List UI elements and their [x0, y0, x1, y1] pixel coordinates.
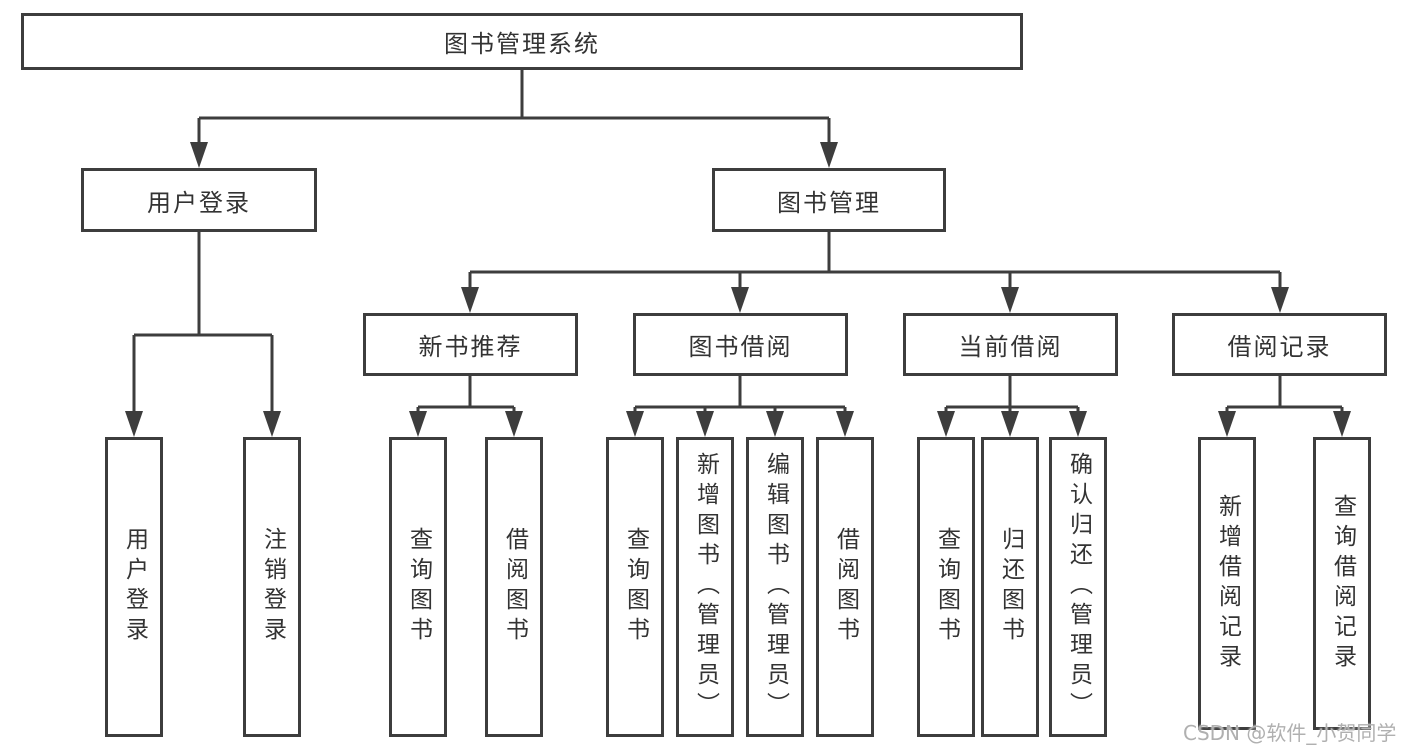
arrowhead: [696, 411, 714, 437]
connector-book-borrowing-to-leaves: [626, 376, 854, 437]
node-root: 图书管理系统: [21, 13, 1023, 70]
leaf-query-borrow-record: 查询借阅记录: [1313, 437, 1371, 730]
leaf-user-login: 用户登录: [105, 437, 163, 737]
connector-book-management-to-sections: [461, 232, 1289, 313]
arrowhead: [1333, 411, 1351, 437]
leaf-return-books: 归还图书: [981, 437, 1039, 737]
watermark-text: CSDN @软件_小贺同学: [1183, 721, 1397, 745]
arrowhead: [461, 287, 479, 313]
leaf-query-books-borrowing-label: 查询图书: [622, 527, 649, 647]
leaf-user-login-label: 用户登录: [121, 527, 148, 647]
arrowhead: [409, 411, 427, 437]
connector-root-to-branches: [190, 70, 838, 168]
connector-user-login-to-leaves: [125, 232, 281, 437]
leaf-query-books-borrowing: 查询图书: [606, 437, 664, 737]
arrowhead: [263, 411, 281, 437]
leaf-return-books-label: 归还图书: [997, 527, 1024, 647]
node-new-book-recommend: 新书推荐: [363, 313, 578, 376]
arrowhead: [820, 142, 838, 168]
arrowhead: [1001, 287, 1019, 313]
arrowhead: [1001, 411, 1019, 437]
arrowhead: [1069, 411, 1087, 437]
arrowhead: [937, 411, 955, 437]
leaf-query-books-current: 查询图书: [917, 437, 975, 737]
leaf-query-books-recommend-label: 查询图书: [405, 527, 432, 647]
connector-borrowing-records-to-leaves: [1218, 376, 1351, 437]
arrowhead: [125, 411, 143, 437]
leaf-query-books-current-label: 查询图书: [933, 527, 960, 647]
leaf-query-books-recommend: 查询图书: [389, 437, 447, 737]
arrowhead: [731, 287, 749, 313]
leaf-logout-login-label: 注销登录: [259, 527, 286, 647]
leaf-query-borrow-record-label: 查询借阅记录: [1329, 493, 1356, 674]
arrowhead: [1271, 287, 1289, 313]
arrowhead: [836, 411, 854, 437]
node-book-management: 图书管理: [712, 168, 946, 232]
node-user-login: 用户登录: [81, 168, 317, 232]
arrowhead: [1218, 411, 1236, 437]
leaf-edit-book-admin-label: 编辑图书（管理员）: [762, 452, 789, 722]
leaf-borrow-books-recommend-label: 借阅图书: [501, 527, 528, 647]
leaf-add-borrow-record: 新增借阅记录: [1198, 437, 1256, 730]
node-book-management-label: 图书管理: [777, 188, 881, 217]
node-root-label: 图书管理系统: [444, 30, 600, 58]
leaf-borrow-books-borrowing: 借阅图书: [816, 437, 874, 737]
leaf-confirm-return-admin-label: 确认归还（管理员）: [1065, 452, 1092, 722]
node-current-borrowing: 当前借阅: [903, 313, 1118, 376]
leaf-edit-book-admin: 编辑图书（管理员）: [746, 437, 804, 737]
node-user-login-label: 用户登录: [147, 188, 251, 217]
node-borrowing-records-label: 借阅记录: [1227, 333, 1332, 361]
leaf-confirm-return-admin: 确认归还（管理员）: [1049, 437, 1107, 737]
connector-new-book-recommend-to-leaves: [409, 376, 523, 437]
node-current-borrowing-label: 当前借阅: [958, 333, 1063, 361]
leaf-add-borrow-record-label: 新增借阅记录: [1214, 493, 1241, 674]
node-borrowing-records: 借阅记录: [1172, 313, 1387, 376]
node-book-borrowing-label: 图书借阅: [688, 333, 793, 361]
leaf-logout-login: 注销登录: [243, 437, 301, 737]
leaf-add-book-admin-label: 新增图书（管理员）: [692, 452, 719, 722]
node-new-book-recommend-label: 新书推荐: [418, 333, 523, 361]
node-book-borrowing: 图书借阅: [633, 313, 848, 376]
arrowhead: [505, 411, 523, 437]
arrowhead: [766, 411, 784, 437]
arrowhead: [626, 411, 644, 437]
leaf-add-book-admin: 新增图书（管理员）: [676, 437, 734, 737]
leaf-borrow-books-recommend: 借阅图书: [485, 437, 543, 737]
arrowhead: [190, 142, 208, 168]
connector-current-borrowing-to-leaves: [937, 376, 1087, 437]
leaf-borrow-books-borrowing-label: 借阅图书: [832, 527, 859, 647]
